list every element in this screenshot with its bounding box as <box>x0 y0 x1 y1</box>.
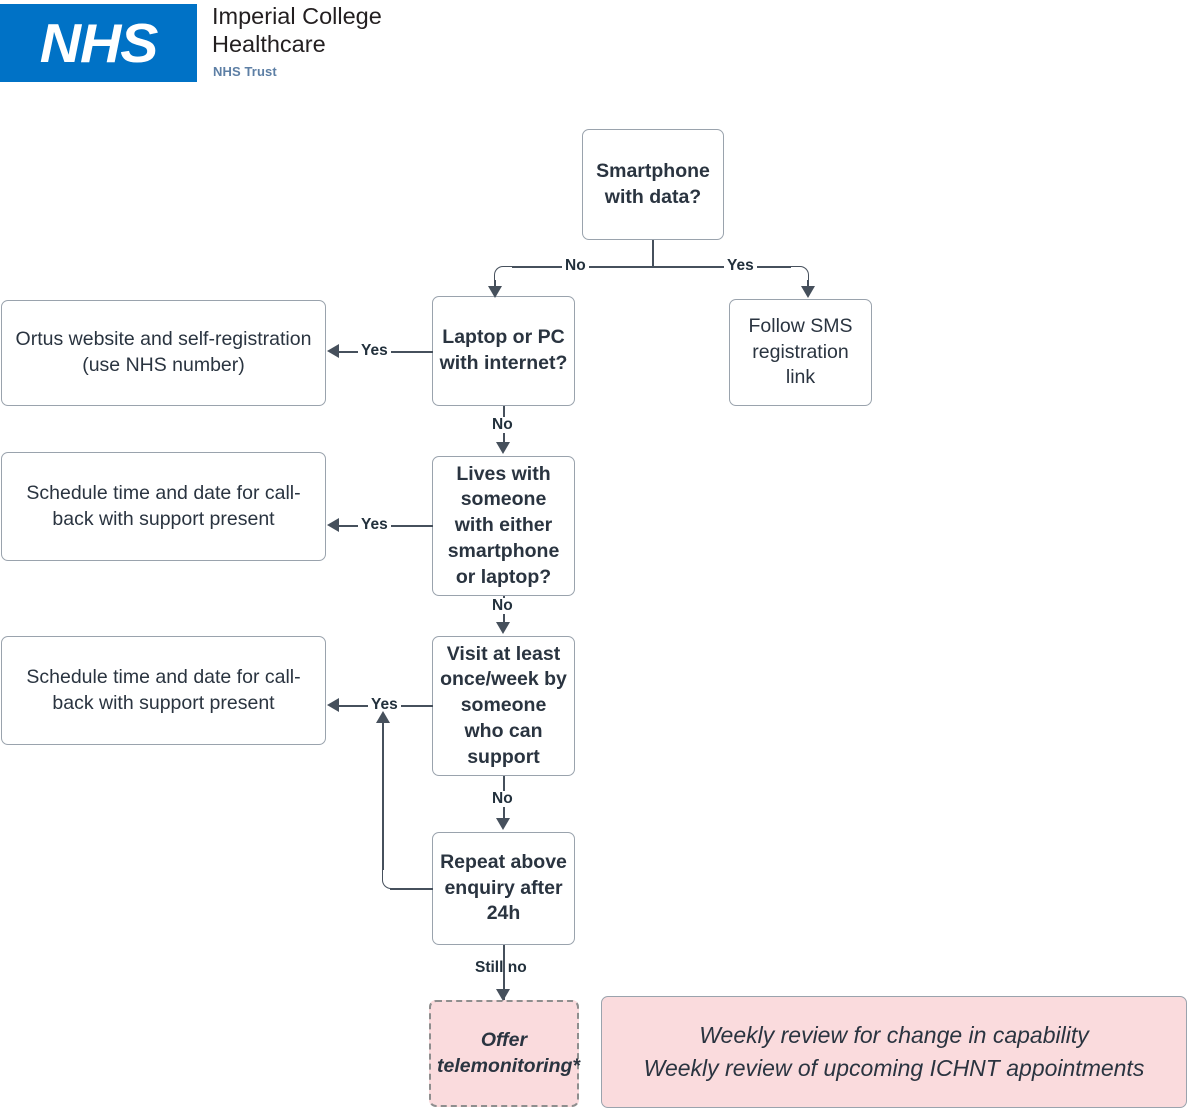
edge-smartphone-no-elbow <box>494 266 514 286</box>
edge-smartphone-yes-horizontal <box>652 266 791 268</box>
node-smartphone-with-data[interactable]: Smartphone with data? <box>582 129 724 240</box>
node-repeat-enquiry-24h[interactable]: Repeat above enquiry after 24h <box>432 832 575 945</box>
node-schedule-callback-2-label: Schedule time and date for call-back wit… <box>26 665 301 714</box>
edge-label-repeat-still-no: Still no <box>475 959 527 976</box>
node-repeat-enquiry-24h-label: Repeat above enquiry after 24h <box>440 850 567 925</box>
edge-visit-yes-arrowhead <box>327 698 339 712</box>
edge-label-visit-no: No <box>489 791 516 807</box>
edge-laptop-no-arrowhead <box>496 442 510 454</box>
edge-label-smartphone-yes: Yes <box>724 258 757 274</box>
nhs-logo-mark: NHS <box>0 4 197 82</box>
edge-repeat-loop-horizontal <box>390 888 433 890</box>
panel-weekly-review-line-2: Weekly review of upcoming ICHNT appointm… <box>643 1055 1145 1081</box>
node-visit-once-per-week[interactable]: Visit at least once/week by someone who … <box>432 636 575 776</box>
panel-weekly-review-line-1: Weekly review for change in capability <box>699 1022 1089 1049</box>
nhs-trust-logo: NHS Imperial College Healthcare NHS Trus… <box>0 0 420 92</box>
node-schedule-callback-2[interactable]: Schedule time and date for call-back wit… <box>1 636 326 745</box>
node-offer-telemonitoring-label: Offer telemonitoring* <box>437 1028 581 1077</box>
node-smartphone-with-data-label: Smartphone with data? <box>596 159 710 208</box>
edge-smartphone-yes-elbow <box>789 266 809 286</box>
node-ortus-self-registration-label: Ortus website and self-registration (use… <box>15 328 312 376</box>
edge-visit-no-arrowhead <box>496 818 510 830</box>
edge-laptop-yes-arrowhead <box>327 344 339 358</box>
edge-smartphone-no-drop <box>494 280 496 289</box>
node-offer-telemonitoring[interactable]: Offer telemonitoring* <box>429 1000 581 1107</box>
edge-smartphone-yes-drop <box>807 280 809 289</box>
edge-label-visit-yes: Yes <box>368 697 401 713</box>
node-ortus-self-registration[interactable]: Ortus website and self-registration (use… <box>1 300 326 406</box>
node-schedule-callback-1[interactable]: Schedule time and date for call-back wit… <box>1 452 326 561</box>
edge-smartphone-stem <box>652 240 654 267</box>
node-lives-with-someone-label: Lives with someone with either smartphon… <box>447 462 560 588</box>
panel-weekly-review-content: Weekly review for change in capability W… <box>602 1019 1186 1084</box>
edge-repeat-loop-elbow <box>382 868 402 889</box>
node-visit-once-per-week-label: Visit at least once/week by someone who … <box>440 642 567 768</box>
edge-repeat-loop-arrowhead <box>376 711 390 723</box>
trust-name: Imperial College Healthcare <box>212 3 382 57</box>
nhs-logo-text: NHS <box>39 11 159 74</box>
trust-subtitle: NHS Trust <box>213 64 277 79</box>
edge-repeat-still-no-stem <box>503 945 505 1000</box>
edge-repeat-loop-riser <box>382 722 384 870</box>
node-laptop-or-pc[interactable]: Laptop or PC with internet? <box>432 296 575 406</box>
edge-label-laptop-yes: Yes <box>358 343 391 359</box>
edge-label-smartphone-no: No <box>562 258 589 274</box>
edge-lives-with-yes-arrowhead <box>327 518 339 532</box>
node-laptop-or-pc-label: Laptop or PC with internet? <box>439 326 568 374</box>
edge-lives-with-no-arrowhead <box>496 622 510 634</box>
edge-smartphone-yes-arrowhead <box>801 286 815 298</box>
node-schedule-callback-1-label: Schedule time and date for call-back wit… <box>26 481 301 530</box>
node-lives-with-someone[interactable]: Lives with someone with either smartphon… <box>432 456 575 596</box>
node-follow-sms-link[interactable]: Follow SMS registration link <box>729 299 872 406</box>
panel-weekly-review: Weekly review for change in capability W… <box>601 996 1187 1108</box>
node-follow-sms-link-label: Follow SMS registration link <box>748 314 853 389</box>
edge-label-lives-with-no: No <box>489 598 516 614</box>
edge-label-laptop-no: No <box>489 417 516 433</box>
edge-smartphone-no-arrowhead <box>488 286 502 298</box>
edge-repeat-still-no-arrowhead <box>496 989 510 1001</box>
edge-label-lives-with-yes: Yes <box>358 517 391 533</box>
